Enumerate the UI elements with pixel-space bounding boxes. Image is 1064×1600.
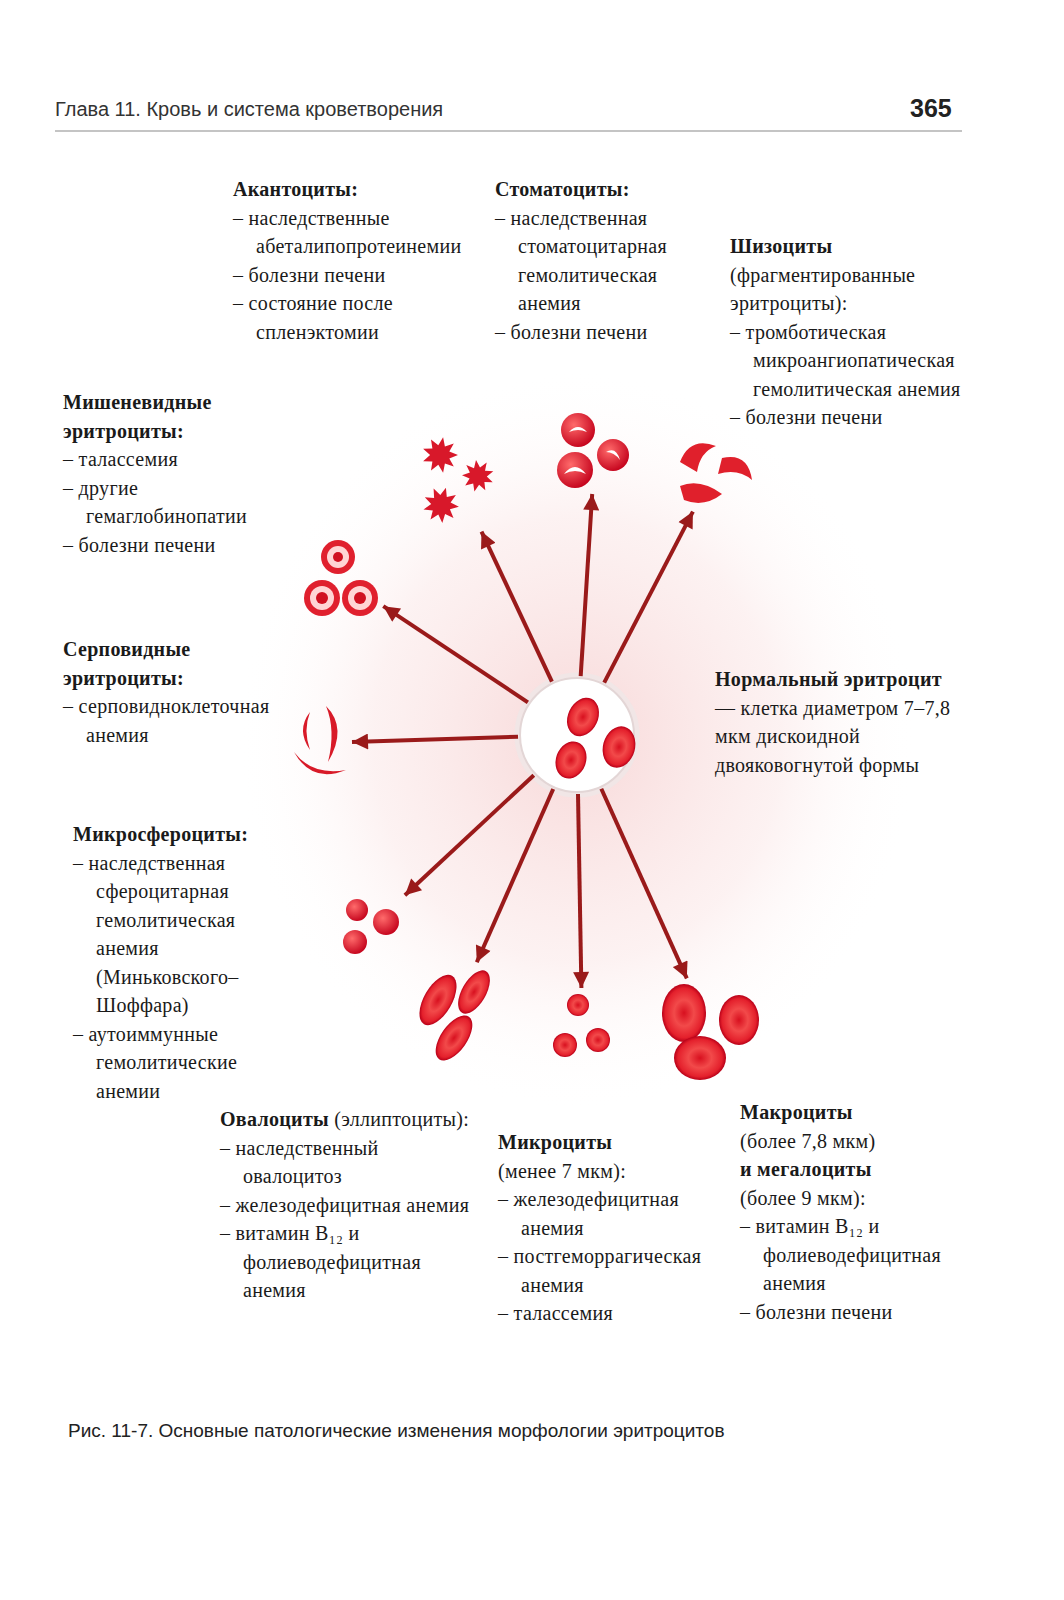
- subheading: (более 9 мкм):: [740, 1184, 966, 1213]
- subheading: (менее 7 мкм):: [498, 1157, 730, 1186]
- text-block: Серповидные эритроциты:– серповидноклето…: [63, 635, 273, 749]
- heading: Мишеневидные эритроциты:: [63, 388, 301, 445]
- schizocytes-block: Шизоциты(фрагментированные эритроциты):–…: [675, 232, 970, 508]
- arrow-connector: [482, 532, 552, 682]
- list-item: – наследственные абеталипопротеинемии: [233, 204, 478, 261]
- subheading: (фрагментированные эритроциты):: [730, 261, 970, 318]
- stomatocytes-block: Стоматоциты:– наследственная стоматоцита…: [495, 175, 723, 490]
- list-item: – наследственная сфероцитарная гемолитич…: [73, 849, 291, 1020]
- page-number: 365: [910, 94, 952, 123]
- list-item: – железодефицитная анемия: [220, 1191, 478, 1220]
- arrow-connector: [477, 789, 553, 962]
- microcytes-block: Микроциты(менее 7 мкм):– железодефицитна…: [498, 992, 730, 1328]
- stomatocytes: [557, 413, 629, 488]
- text-line: Нормальный эритроцит — клетка диаметром …: [715, 665, 965, 779]
- list-item: – железодефицитная анемия: [498, 1185, 730, 1242]
- arrow-connector: [581, 494, 593, 676]
- list-item: – постгеморрагическая анемия: [498, 1242, 730, 1299]
- target-cells: [304, 540, 378, 616]
- heading: Нормальный эритроцит: [715, 668, 942, 690]
- schizocytes: [680, 443, 752, 503]
- list-item: – аутоиммунные гемолитические анемии: [73, 1020, 291, 1106]
- subheading: (более 7,8 мкм): [740, 1127, 966, 1156]
- list-item: – витамин B₁₂ и фолиеводефицитная анемия: [740, 1212, 966, 1298]
- target-cells-block: Мишеневидные эритроциты:– талассемия– др…: [63, 388, 380, 618]
- running-head: Глава 11. Кровь и система кроветворения: [55, 98, 443, 121]
- text-block: Микросфероциты:– наследственная сфероцит…: [73, 820, 291, 1105]
- arrow-connector: [383, 606, 528, 702]
- list-item: – тромботическая микроангиопатическая ге…: [730, 318, 970, 404]
- list-item: – талассемия: [63, 445, 301, 474]
- text-block: Шизоциты(фрагментированные эритроциты):–…: [730, 232, 970, 432]
- acanthocyte: [423, 437, 458, 472]
- heading: и мегалоциты: [740, 1155, 966, 1184]
- list-item: – наследственный овалоцитоз: [220, 1134, 478, 1191]
- sickle-cells: [294, 706, 346, 774]
- acanthocyte: [462, 460, 493, 492]
- macrocytes: [662, 984, 759, 1080]
- list-item: – болезни печени: [730, 403, 970, 432]
- text-block: Акантоциты:– наследственные абеталипопро…: [233, 175, 478, 346]
- arrow-connector: [352, 737, 518, 742]
- text-block: Микроциты(менее 7 мкм):– железодефицитна…: [498, 1128, 730, 1328]
- heading: Акантоциты:: [233, 175, 478, 204]
- text-block: Мишеневидные эритроциты:– талассемия– др…: [63, 388, 301, 559]
- text-block: Стоматоциты:– наследственная стоматоцита…: [495, 175, 723, 346]
- macrocytes-block: Макроциты(более 7,8 мкм)и мегалоциты(бол…: [660, 982, 966, 1326]
- figure-caption: Рис. 11-7. Основные патологические измен…: [68, 1420, 725, 1442]
- ovalocytes-block: Овалоциты (эллиптоциты):– наследственный…: [220, 966, 490, 1305]
- acanthocytes: [423, 437, 493, 523]
- sickle-cells-block: Серповидные эритроциты:– серповидноклето…: [63, 635, 348, 786]
- normal-cells: [550, 693, 639, 783]
- normal-erythrocyte-circle: Нормальный эритроцит — клетка диаметром …: [520, 678, 634, 792]
- heading: Макроциты: [740, 1098, 966, 1127]
- list-item: – болезни печени: [233, 261, 478, 290]
- ovalocytes: [412, 965, 497, 1067]
- list-item: – витамин B₁₂ и фолиеводефицитная анемия: [220, 1219, 478, 1305]
- description: — клетка диаметром 7–7,8 мкм дискоидной …: [715, 697, 950, 776]
- arrow-connector: [578, 794, 581, 988]
- list-item: – болезни печени: [495, 318, 723, 347]
- text-block: Макроциты(более 7,8 мкм)и мегалоциты(бол…: [740, 1098, 966, 1326]
- heading: Серповидные эритроциты:: [63, 635, 273, 692]
- list-item: – болезни печени: [740, 1298, 966, 1327]
- acanthocytes-block: Акантоциты:– наследственные абеталипопро…: [233, 175, 498, 528]
- acanthocyte: [424, 488, 459, 523]
- list-item: – другие гемаглобинопатии: [63, 474, 301, 531]
- heading: Шизоциты: [730, 232, 970, 261]
- text-block: Овалоциты (эллиптоциты):– наследственный…: [220, 1105, 478, 1305]
- list-item: – серповидноклеточная анемия: [63, 692, 273, 749]
- description: (эллиптоциты):: [334, 1108, 469, 1130]
- text-line: Овалоциты (эллиптоциты):: [220, 1105, 478, 1134]
- arrow-connector: [604, 512, 693, 683]
- heading: Стоматоциты:: [495, 175, 723, 204]
- list-item: – талассемия: [498, 1299, 730, 1328]
- heading: Микроциты: [498, 1128, 730, 1157]
- list-item: – наследственная стоматоцитарная гемолит…: [495, 204, 723, 318]
- list-item: – состояние после спленэктомии: [233, 289, 478, 346]
- list-item: – болезни печени: [63, 531, 301, 560]
- header-rule: [55, 130, 962, 131]
- heading: Микросфероциты:: [73, 820, 291, 849]
- microspherocytes: [343, 899, 399, 954]
- heading: Овалоциты: [220, 1108, 329, 1130]
- arrow-connector: [601, 789, 687, 979]
- microcytes: [553, 994, 610, 1057]
- microspherocytes-block: Микросфероциты:– наследственная сфероцит…: [73, 820, 402, 1105]
- text-block: Нормальный эритроцит — клетка диаметром …: [715, 665, 965, 779]
